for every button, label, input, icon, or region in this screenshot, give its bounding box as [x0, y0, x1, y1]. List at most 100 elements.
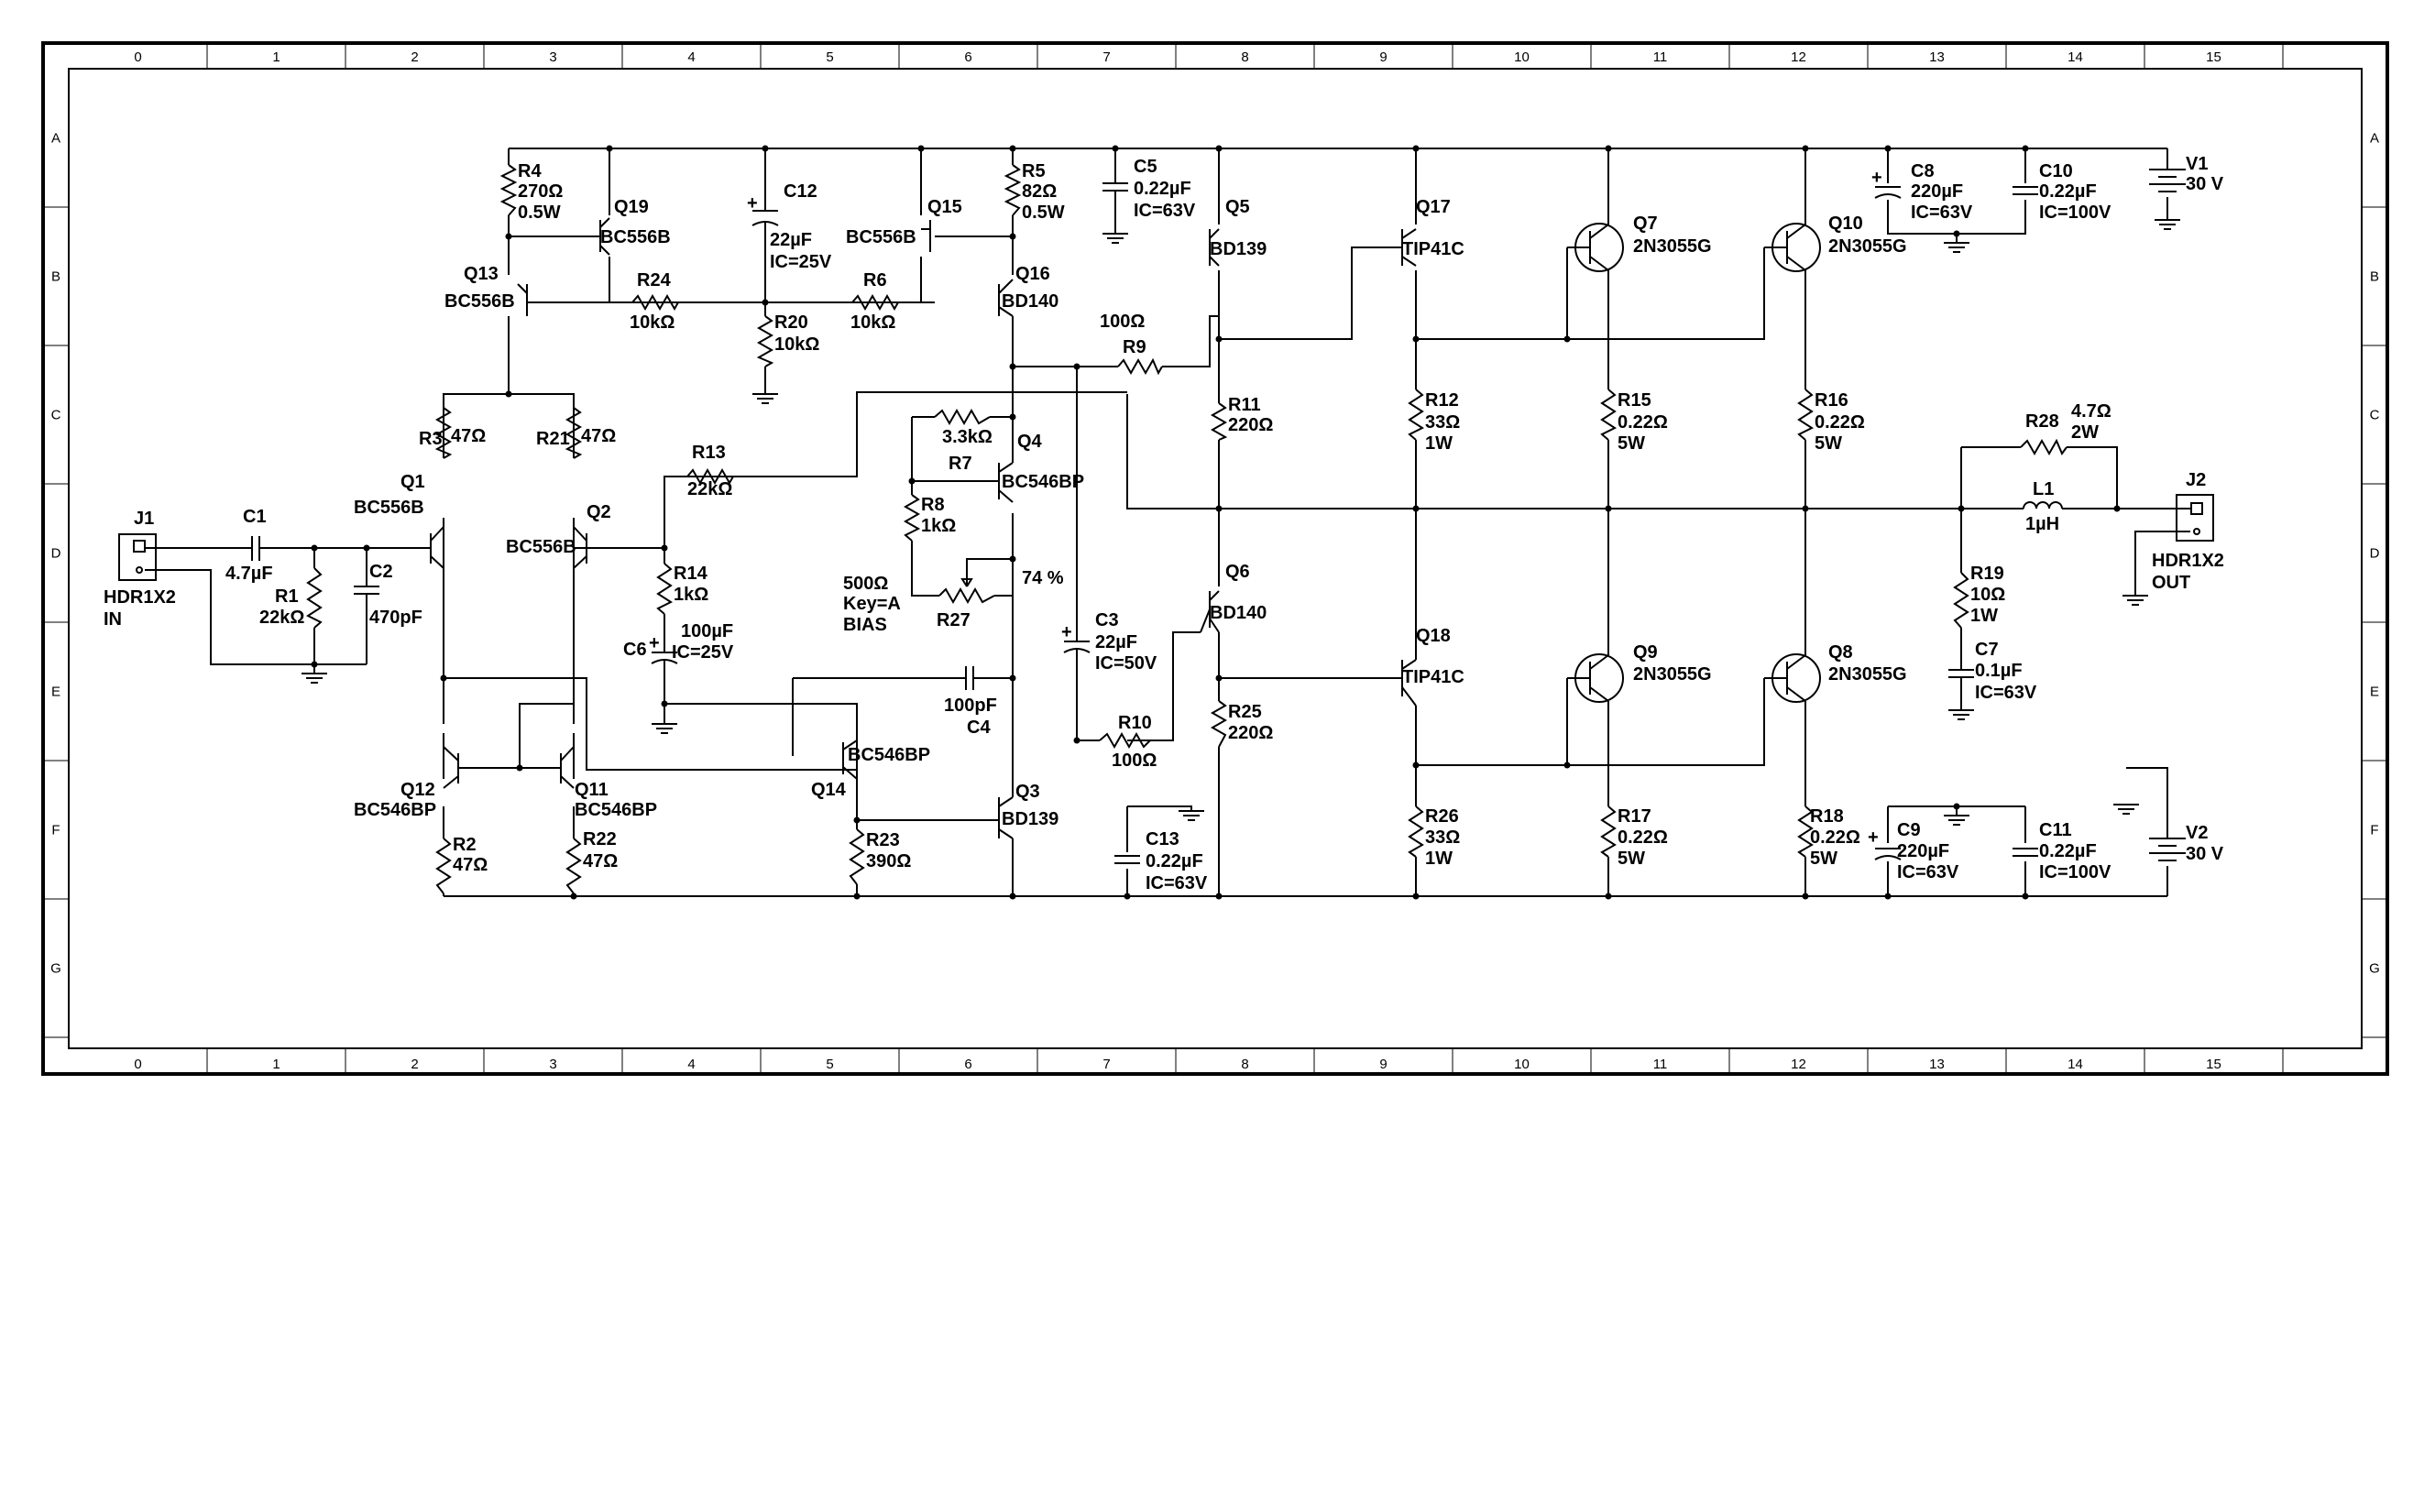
component-symbols: + + + + + [118, 164, 2214, 894]
resistor-icon [305, 164, 1969, 894]
label-c13: C13 [1146, 829, 1179, 849]
label-q10-value: 2N3055G [1828, 236, 1907, 257]
frame-row-label: A [51, 131, 60, 147]
label-c5: C5 [1134, 157, 1157, 177]
label-r23: R23 [866, 830, 900, 850]
label-r18: R18 [1810, 806, 1844, 827]
label-r22-value: 47Ω [583, 851, 618, 871]
label-c1-value: 4.7µF [225, 564, 273, 584]
label-c3-rating: IC=50V [1095, 653, 1157, 674]
frame-column-label: 15 [2206, 49, 2221, 65]
label-r12-rating: 1W [1425, 433, 1453, 454]
label-r5-value: 82Ω [1022, 181, 1057, 202]
frame-column-label: 14 [2068, 49, 2083, 65]
label-r21-value: 47Ω [581, 426, 616, 446]
label-c1: C1 [243, 507, 267, 527]
label-q16-value: BD140 [1002, 291, 1058, 312]
capacitor-icon [236, 179, 2038, 864]
label-r17: R17 [1618, 806, 1651, 827]
label-j1: J1 [134, 509, 154, 529]
frame-column-label: 8 [1241, 1057, 1248, 1072]
label-q12-value: BC546BP [354, 800, 436, 820]
label-r13: R13 [692, 443, 726, 463]
label-r8-value: 1kΩ [921, 516, 956, 536]
label-r20: R20 [774, 312, 808, 333]
connector-icon [118, 494, 2214, 581]
frame-column-label: 1 [272, 1057, 280, 1072]
label-c12-rating: IC=25V [770, 252, 832, 272]
frame-row-label: C [51, 408, 61, 423]
label-r16-rating: 5W [1815, 433, 1842, 454]
label-q7: Q7 [1633, 214, 1658, 234]
frame-column-label: 3 [549, 1057, 556, 1072]
label-r1: R1 [275, 586, 299, 607]
label-q1-value: BC556B [354, 498, 424, 518]
label-j1-value: HDR1X2 [104, 587, 176, 608]
label-r2: R2 [453, 835, 477, 855]
label-c6: C6 [623, 640, 647, 660]
frame-column-label: 6 [964, 1057, 971, 1072]
frame-column-label: 7 [1102, 49, 1110, 65]
label-r24: R24 [637, 270, 672, 290]
frame-row-label: F [51, 823, 60, 838]
label-r21: R21 [536, 429, 570, 449]
label-q4: Q4 [1017, 432, 1043, 452]
frame-column-label: 5 [826, 49, 833, 65]
label-r27-value: 500Ω [843, 574, 888, 594]
label-l1: L1 [2033, 479, 2054, 499]
label-r27-key: Key=A [843, 594, 901, 614]
label-r22: R22 [583, 829, 617, 849]
label-r12: R12 [1425, 390, 1459, 411]
label-c3: C3 [1095, 610, 1119, 630]
label-c9: C9 [1897, 820, 1921, 840]
svg-text:+: + [1061, 622, 1072, 642]
frame-column-label: 5 [826, 1057, 833, 1072]
label-c9-value: 220µF [1897, 841, 1949, 861]
frame-row-label: E [2370, 685, 2379, 700]
label-q17: Q17 [1416, 197, 1451, 217]
frame-column-label: 15 [2206, 1057, 2221, 1072]
label-v1: V1 [2186, 154, 2208, 174]
label-c9-rating: IC=63V [1897, 862, 1959, 882]
label-r16: R16 [1815, 390, 1848, 411]
label-c13-value: 0.22µF [1146, 851, 1203, 871]
label-r19: R19 [1970, 564, 2004, 584]
label-r24-value: 10kΩ [630, 312, 675, 333]
frame-column-label: 6 [964, 49, 971, 65]
label-r3: R3 [419, 429, 443, 449]
battery-icon [2149, 169, 2186, 861]
frame-row-label: C [2370, 408, 2380, 423]
frame-column-label: 9 [1379, 1057, 1387, 1072]
label-c12: C12 [784, 181, 817, 202]
label-q7-value: 2N3055G [1633, 236, 1712, 257]
label-q13: Q13 [464, 264, 499, 284]
frame-column-label: 13 [1929, 1057, 1945, 1072]
label-r27-note: BIAS [843, 615, 887, 635]
label-q18-value: TIP41C [1402, 667, 1464, 687]
label-r28-value: 4.7Ω [2071, 401, 2111, 422]
label-q6: Q6 [1225, 562, 1250, 582]
label-q3: Q3 [1015, 782, 1040, 802]
label-q3-value: BD139 [1002, 809, 1058, 829]
label-q19: Q19 [614, 197, 649, 217]
label-q2: Q2 [587, 502, 611, 522]
frame-column-label: 11 [1653, 49, 1668, 65]
frame-row-label: B [2370, 269, 2379, 285]
label-q11: Q11 [575, 780, 609, 800]
label-c5-rating: IC=63V [1134, 201, 1196, 221]
label-r1-value: 22kΩ [259, 608, 304, 628]
label-r7: R7 [949, 454, 972, 474]
label-c13-rating: IC=63V [1146, 873, 1208, 893]
label-c8-value: 220µF [1911, 181, 1963, 202]
frame-column-label: 11 [1653, 1057, 1668, 1072]
frame-labels: 0011223344556677889910101111121213131414… [50, 49, 2380, 1072]
label-r5: R5 [1022, 161, 1046, 181]
label-v2: V2 [2186, 823, 2208, 843]
label-r15: R15 [1618, 390, 1651, 411]
label-q15: Q15 [927, 197, 962, 217]
label-r4: R4 [518, 161, 542, 181]
label-c2: C2 [369, 562, 393, 582]
label-r6-value: 10kΩ [850, 312, 895, 333]
label-r4-value: 270Ω [518, 181, 563, 202]
